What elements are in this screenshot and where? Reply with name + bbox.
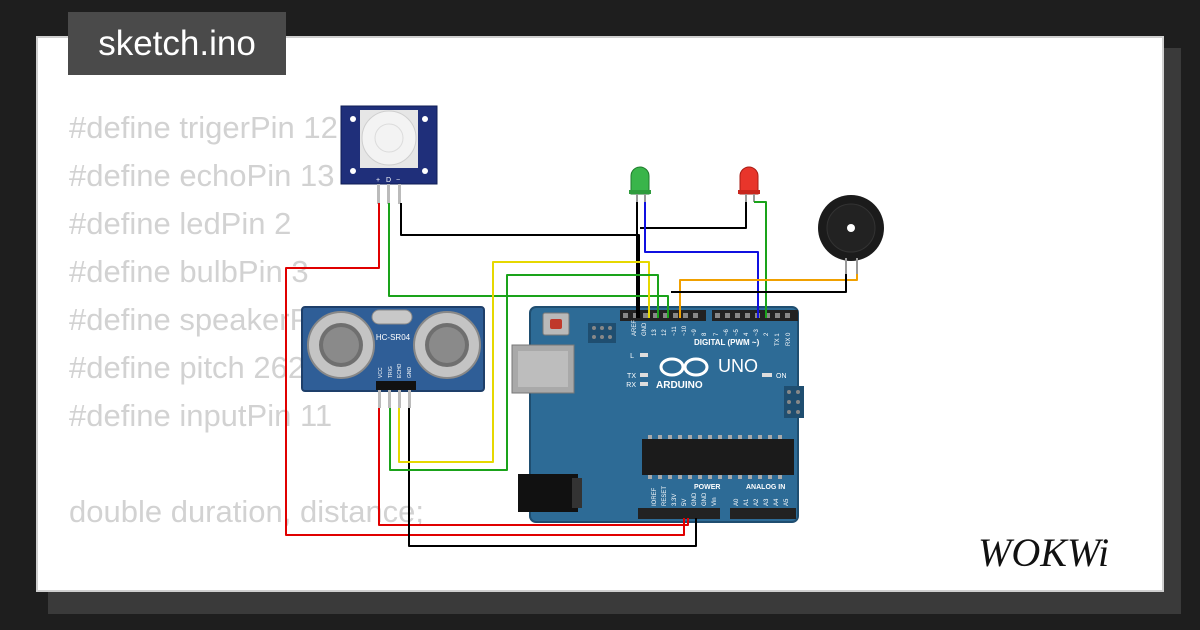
pir-motion-sensor[interactable]: + D − xyxy=(340,105,438,204)
pin-label: 7 xyxy=(714,332,720,336)
pin-label: ~10 xyxy=(682,325,688,336)
microcontroller-chip xyxy=(642,439,794,475)
pin-label: 12 xyxy=(662,329,668,336)
arduino-logo-icon xyxy=(659,357,709,377)
pin-label: RX 0 xyxy=(786,332,792,346)
pin-label: ECHO xyxy=(397,363,403,378)
pin-label: VCC xyxy=(378,367,384,378)
pin-label: AREF xyxy=(632,320,638,336)
pin-label: IOREF xyxy=(652,487,658,506)
led-l-label: L xyxy=(630,353,634,360)
pin-label: 2 xyxy=(764,332,770,336)
led-rx-label: RX xyxy=(626,382,636,389)
pin-label: GND xyxy=(407,367,413,379)
power-label: POWER xyxy=(694,484,720,491)
pin-label: D xyxy=(386,177,391,184)
pin-label: GND xyxy=(642,322,648,336)
pin-label: − xyxy=(396,177,400,184)
led-tx-label: TX xyxy=(627,373,636,380)
code-line: double duration, distance; xyxy=(69,494,425,529)
code-line: #define trigerPin 12 xyxy=(69,110,338,145)
ultrasonic-sensor[interactable]: HC-SR04 VCC TRIG ECHO GND xyxy=(301,306,485,408)
green-led[interactable] xyxy=(629,166,651,202)
pin-label: GND xyxy=(702,492,708,506)
pin-label: + xyxy=(376,177,380,184)
arduino-uno-board[interactable]: L TX RX ON UNO ARDUINO DIGITAL (PWM ~) xyxy=(511,306,804,523)
pin-label: A5 xyxy=(784,498,790,506)
code-line: #define bulbPin 3 xyxy=(69,254,309,289)
red-led[interactable] xyxy=(738,166,760,202)
arduino-logo-text: ARDUINO xyxy=(656,380,703,391)
code-line: #define echoPin 13 xyxy=(69,158,335,193)
wires xyxy=(285,201,858,547)
power-jack xyxy=(518,474,578,512)
pin-label: 5V xyxy=(682,499,688,506)
code-line: #define pitch 262 xyxy=(69,350,306,385)
pin-label: 8 xyxy=(702,332,708,336)
analog-label: ANALOG IN xyxy=(746,484,785,491)
pin-label: ~6 xyxy=(724,328,730,336)
pin-label: Vin xyxy=(712,497,718,506)
code-preview: #define trigerPin 12 #define echoPin 13 #d… xyxy=(69,104,425,590)
pin-label: TRIG xyxy=(388,366,394,378)
pin-label: A0 xyxy=(734,498,740,506)
code-line: #define inputPin 11 xyxy=(69,398,333,433)
digital-label: DIGITAL (PWM ~) xyxy=(694,338,760,347)
pin-label: TX 1 xyxy=(775,333,781,346)
ultrasonic-label: HC-SR04 xyxy=(376,333,411,342)
arduino-model-label: UNO xyxy=(718,356,758,376)
pin-label: ~11 xyxy=(672,326,678,336)
code-line: #define ledPin 2 xyxy=(69,206,292,241)
piezo-buzzer[interactable] xyxy=(818,195,884,274)
pin-label: 3.3V xyxy=(672,494,678,506)
pin-label: A2 xyxy=(754,498,760,506)
pin-label: GND xyxy=(692,492,698,506)
pin-label: ~9 xyxy=(692,328,698,336)
led-on-label: ON xyxy=(776,373,787,380)
wokwi-logo: WOKWi xyxy=(978,530,1109,575)
pin-label: RESET xyxy=(662,486,668,506)
pin-label: A4 xyxy=(774,498,780,506)
pin-label: ~3 xyxy=(754,328,760,336)
file-title[interactable]: sketch.ino xyxy=(68,12,286,75)
pin-label: 4 xyxy=(744,332,750,336)
pin-label: A1 xyxy=(744,498,750,506)
pin-label: A3 xyxy=(764,498,770,506)
pin-label: ~5 xyxy=(734,328,740,336)
pin-label: 13 xyxy=(652,329,658,336)
